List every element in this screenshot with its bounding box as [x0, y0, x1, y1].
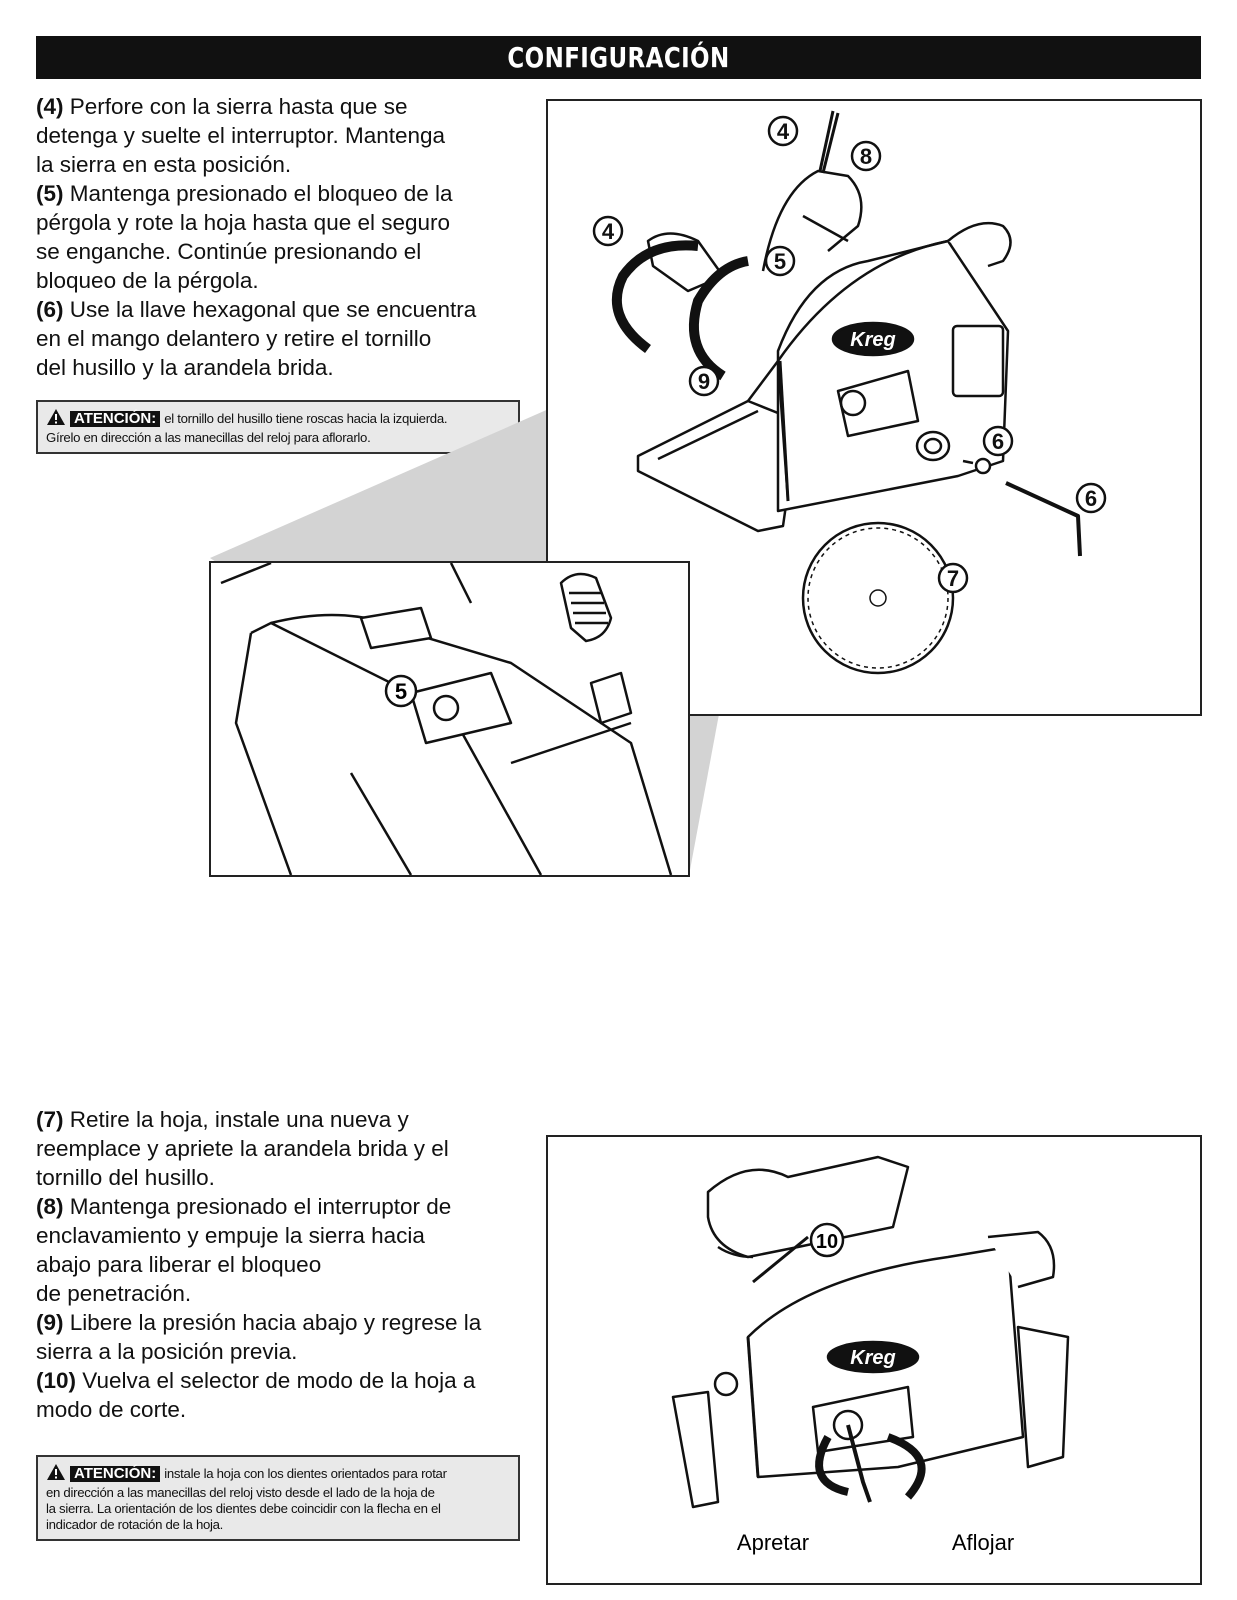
- saw-exploded-illustration: 4 8 4 5 9 6 6 7 Kreg: [592, 110, 1107, 675]
- callout-8: 8: [850, 140, 882, 172]
- figure-zoom-arbor-lock: 5: [209, 561, 690, 877]
- step-text: se enganche. Continúe presionando el: [36, 239, 422, 264]
- brand-logo: Kreg: [850, 329, 896, 351]
- step-5: (5) Mantenga presionado el bloqueo de la…: [36, 179, 536, 295]
- step-text: Mantenga presionado el bloqueo de la: [69, 181, 453, 206]
- warning-triangle-icon: [46, 408, 66, 430]
- saw-side-illustration: Kreg 10 Apretar Aflojar: [671, 1155, 1070, 1555]
- callout-5-zoom: 5: [384, 674, 418, 708]
- callout-7: 7: [937, 562, 969, 594]
- warning-box-top: ATENCIÓN:el tornillo del husillo tiene r…: [36, 400, 520, 454]
- arbor-lock-detail-illustration: 5: [220, 561, 673, 876]
- step-number: (6): [36, 297, 64, 322]
- svg-text:4: 4: [602, 219, 615, 244]
- step-text: Use la llave hexagonal que se encuentra: [69, 297, 477, 322]
- step-number: (10): [36, 1368, 77, 1393]
- step-number: (4): [36, 94, 64, 119]
- warning-triangle-icon: [46, 1463, 66, 1485]
- callout-6a: 6: [982, 425, 1014, 457]
- step-text: reemplace y apriete la arandela brida y …: [36, 1136, 449, 1161]
- step-text: en el mango delantero y retire el tornil…: [36, 326, 432, 351]
- svg-text:8: 8: [860, 144, 872, 169]
- svg-text:5: 5: [774, 249, 786, 274]
- step-text: pérgola y rote la hoja hasta que el segu…: [36, 210, 451, 235]
- warning-text: indicador de rotación de la hoja.: [46, 1517, 224, 1532]
- step-text: del husillo y la arandela brida.: [36, 355, 334, 380]
- step-text: Libere la presión hacia abajo y regrese …: [69, 1310, 482, 1335]
- warning-text: en dirección a las manecillas del reloj …: [46, 1485, 435, 1500]
- svg-text:5: 5: [395, 679, 407, 704]
- step-10: (10) Vuelva el selector de modo de la ho…: [36, 1366, 536, 1424]
- callout-9: 9: [688, 365, 720, 397]
- callout-6b: 6: [1075, 482, 1107, 514]
- warning-label: ATENCIÓN:: [70, 1466, 161, 1482]
- step-number: (8): [36, 1194, 64, 1219]
- callout-5: 5: [764, 245, 796, 277]
- callout-10: 10: [809, 1222, 845, 1258]
- svg-text:6: 6: [1085, 486, 1097, 511]
- step-text: modo de corte.: [36, 1397, 187, 1422]
- step-9: (9) Libere la presión hacia abajo y regr…: [36, 1308, 536, 1366]
- step-text: sierra a la posición previa.: [36, 1339, 298, 1364]
- step-text: de penetración.: [36, 1281, 192, 1306]
- step-text: Perfore con la sierra hasta que se: [69, 94, 408, 119]
- warning-box-bottom: ATENCIÓN:instale la hoja con los dientes…: [36, 1455, 520, 1541]
- svg-text:6: 6: [992, 429, 1004, 454]
- step-text: Vuelva el selector de modo de la hoja a: [82, 1368, 476, 1393]
- brand-logo: Kreg: [850, 1347, 896, 1369]
- svg-text:4: 4: [777, 119, 790, 144]
- step-text: enclavamiento y empuje la sierra hacia: [36, 1223, 425, 1248]
- figure-mode-selector: Kreg 10 Apretar Aflojar: [546, 1135, 1202, 1585]
- steps-bottom: (7) Retire la hoja, instale una nueva y …: [36, 1105, 536, 1424]
- step-text: tornillo del husillo.: [36, 1165, 215, 1190]
- step-number: (7): [36, 1107, 64, 1132]
- section-header: CONFIGURACIÓN: [36, 36, 1201, 79]
- step-text: la sierra en esta posición.: [36, 152, 292, 177]
- step-text: bloqueo de la pérgola.: [36, 268, 259, 293]
- step-number: (5): [36, 181, 64, 206]
- step-text: detenga y suelte el interruptor. Manteng…: [36, 123, 446, 148]
- label-loosen: Aflojar: [952, 1530, 1014, 1555]
- step-6: (6) Use la llave hexagonal que se encuen…: [36, 295, 536, 382]
- step-4: (4) Perfore con la sierra hasta que se d…: [36, 92, 536, 179]
- warning-text: Gírelo en dirección a las manecillas del…: [46, 430, 371, 445]
- svg-text:10: 10: [816, 1231, 838, 1253]
- step-text: Retire la hoja, instale una nueva y: [69, 1107, 409, 1132]
- warning-text: instale la hoja con los dientes orientad…: [164, 1466, 447, 1481]
- step-text: abajo para liberar el bloqueo: [36, 1252, 322, 1277]
- step-7: (7) Retire la hoja, instale una nueva y …: [36, 1105, 536, 1192]
- callout-4a: 4: [767, 115, 799, 147]
- svg-text:9: 9: [698, 369, 710, 394]
- label-tighten: Apretar: [737, 1530, 809, 1555]
- section-title: CONFIGURACIÓN: [507, 41, 730, 74]
- step-number: (9): [36, 1310, 64, 1335]
- callout-4b: 4: [592, 215, 624, 247]
- steps-top: (4) Perfore con la sierra hasta que se d…: [36, 92, 536, 382]
- step-8: (8) Mantenga presionado el interruptor d…: [36, 1192, 536, 1308]
- warning-text: el tornillo del husillo tiene roscas hac…: [164, 411, 448, 426]
- warning-text: la sierra. La orientación de los dientes…: [46, 1501, 441, 1516]
- step-text: Mantenga presionado el interruptor de: [69, 1194, 452, 1219]
- svg-text:7: 7: [947, 566, 959, 591]
- warning-label: ATENCIÓN:: [70, 411, 161, 427]
